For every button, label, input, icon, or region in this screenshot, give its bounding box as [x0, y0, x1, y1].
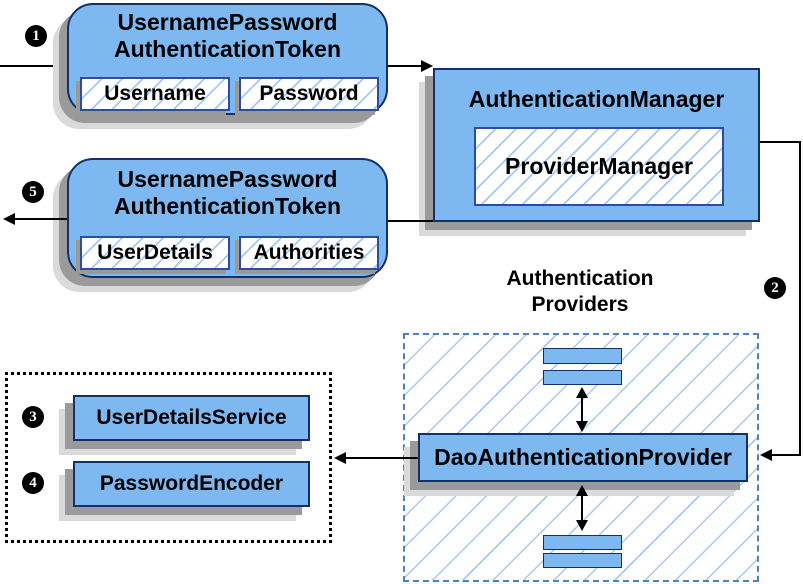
step-1-marker: 1: [25, 25, 47, 47]
arrow-into-providers-head-icon: [760, 449, 772, 461]
connector-manager-vertical-segment: [799, 141, 801, 456]
double-arrow-bottom-down-head-icon: [576, 520, 588, 531]
line-request-in: [0, 65, 67, 67]
authentication-manager-title: AuthenticationManager: [468, 86, 725, 112]
collaborators-dotted-group: [5, 372, 332, 543]
userdetails-field: UserDetails: [80, 236, 230, 270]
step-1-number: 1: [32, 27, 40, 44]
provider-placeholder-bar-bottom-1: [543, 535, 622, 550]
connector-manager-top-segment: [760, 141, 801, 143]
step-3-marker: 3: [22, 406, 44, 428]
double-arrow-top-down-head-icon: [576, 421, 588, 432]
request-token-title-line1: UsernamePassword: [117, 9, 338, 35]
user-details-service-node: UserDetailsService: [73, 395, 310, 441]
authentication-providers-label-line1: Authentication: [506, 267, 654, 290]
step-2-marker: 2: [764, 277, 786, 299]
authorities-field: Authorities: [239, 236, 379, 270]
password-field-label: Password: [259, 82, 359, 105]
arrow-request-to-manager-line: [388, 65, 423, 67]
arrow-response-out-head-icon: [3, 213, 15, 225]
arrow-response-out-line: [12, 218, 67, 220]
response-token-node: UsernamePassword AuthenticationToken Use…: [67, 158, 388, 278]
step-4-number: 4: [29, 474, 37, 491]
provider-placeholder-bar-top-1: [543, 348, 622, 364]
arrow-request-to-manager-head-icon: [421, 60, 433, 72]
arrow-provider-to-services-head-icon: [334, 452, 346, 464]
double-arrow-top-line: [581, 395, 583, 423]
provider-manager-node: ProviderManager: [474, 127, 724, 206]
arrow-provider-to-services-line: [344, 457, 418, 459]
authentication-manager-node: AuthenticationManager ProviderManager: [433, 68, 760, 222]
double-arrow-bottom-up-head-icon: [576, 485, 588, 496]
request-token-node: UsernamePassword AuthenticationToken Use…: [67, 3, 388, 115]
authorities-field-label: Authorities: [253, 241, 365, 264]
provider-manager-label: ProviderManager: [505, 153, 693, 179]
userdetails-field-label: UserDetails: [97, 241, 213, 264]
response-token-title-line1: UsernamePassword: [117, 166, 338, 192]
request-token-title-line2: AuthenticationToken: [113, 36, 341, 62]
step-5-marker: 5: [22, 181, 44, 203]
authentication-providers-label-line2: Providers: [531, 293, 629, 316]
provider-placeholder-bar-bottom-2: [543, 553, 622, 568]
connector-manager-bottom-segment: [771, 454, 801, 456]
dao-authentication-provider-node: DaoAuthenticationProvider: [418, 433, 748, 482]
step-5-number: 5: [29, 183, 37, 200]
double-arrow-top-up-head-icon: [576, 387, 588, 398]
double-arrow-bottom-line: [581, 493, 583, 522]
authentication-providers-label: Authentication Providers: [455, 266, 705, 318]
step-4-marker: 4: [22, 472, 44, 494]
provider-placeholder-bar-top-2: [543, 370, 622, 385]
response-token-title: UsernamePassword AuthenticationToken: [69, 166, 386, 220]
dao-authentication-provider-label: DaoAuthenticationProvider: [434, 444, 732, 470]
password-encoder-label: PasswordEncoder: [99, 472, 284, 495]
step-2-number: 2: [771, 279, 779, 296]
request-token-title: UsernamePassword AuthenticationToken: [69, 9, 386, 63]
password-encoder-node: PasswordEncoder: [73, 461, 310, 507]
username-field-label: Username: [104, 82, 206, 105]
line-manager-to-response: [388, 220, 433, 222]
response-token-title-line2: AuthenticationToken: [113, 193, 341, 219]
user-details-service-label: UserDetailsService: [96, 406, 287, 429]
step-3-number: 3: [29, 408, 37, 425]
password-field: Password: [239, 77, 379, 111]
username-field: Username: [80, 77, 230, 111]
